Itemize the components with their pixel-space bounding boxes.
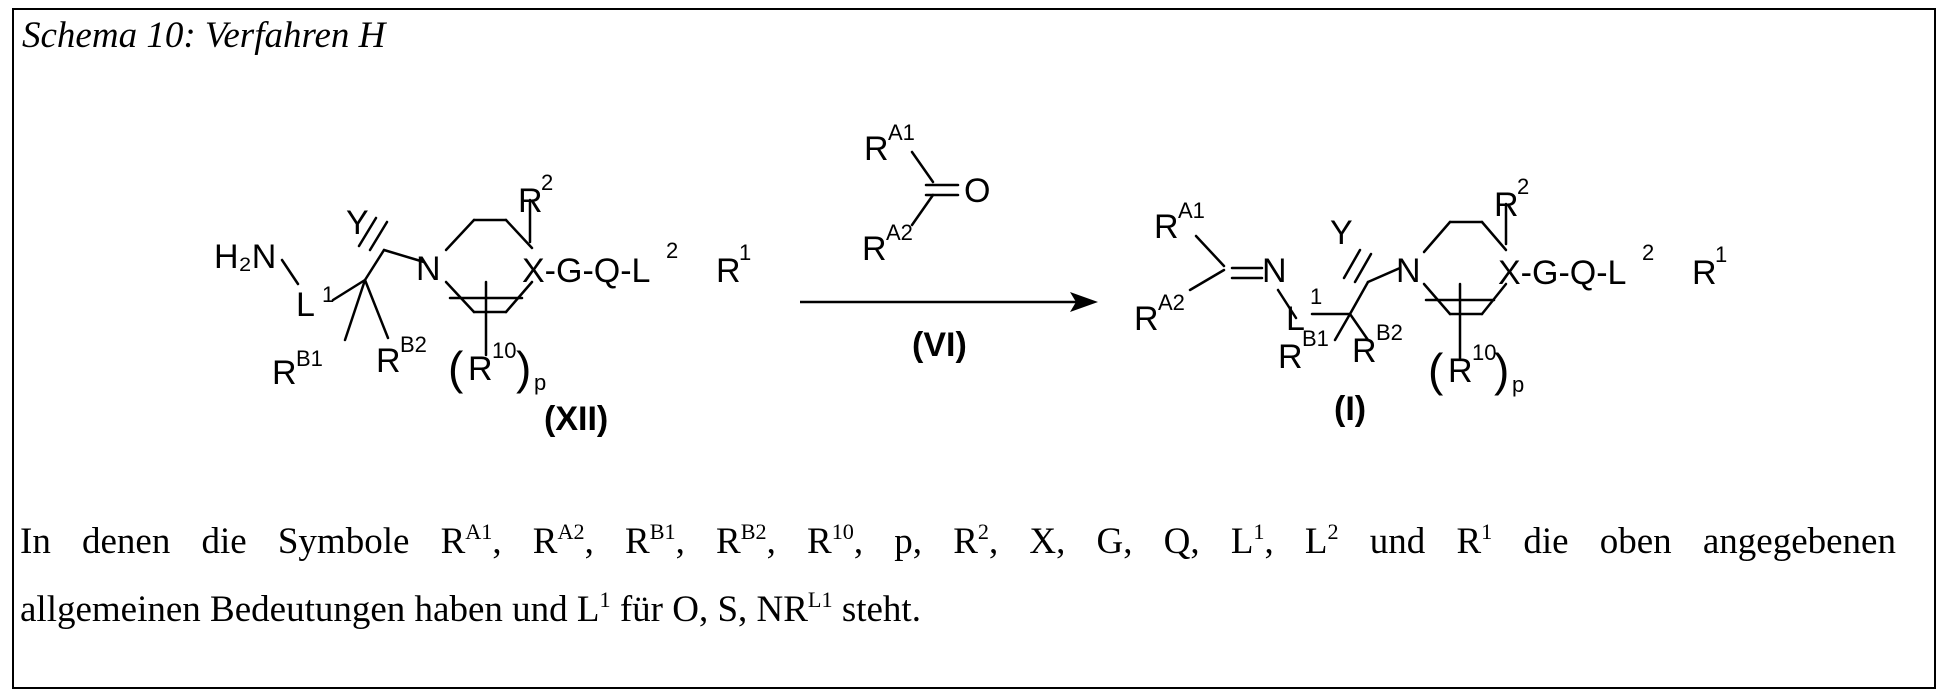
- product-r10-close-paren: ): [1494, 344, 1509, 396]
- product-r1-sup: 1: [1715, 242, 1727, 267]
- r10-p-index: p: [534, 370, 546, 395]
- product-r10-label: R: [1448, 352, 1473, 390]
- reagent-vi-label: (VI): [912, 326, 967, 364]
- ra1-label: R: [864, 130, 889, 168]
- note-text: , L: [1265, 521, 1328, 562]
- note-text: In denen die Symbole R: [20, 521, 465, 562]
- note-text: , X, G, Q, L: [989, 521, 1253, 562]
- note-sup: B2: [741, 519, 767, 544]
- oxygen-label: O: [964, 172, 990, 210]
- note-sup: 2: [1328, 519, 1339, 544]
- note-sup: 10: [832, 519, 854, 544]
- linker-index: 1: [322, 282, 334, 307]
- product-y-atom: Y: [1330, 214, 1353, 252]
- reaction-arrow: [800, 292, 1098, 312]
- note-text: , R: [767, 521, 832, 562]
- note-sup: 1: [599, 587, 610, 612]
- product-r10-sup: 10: [1472, 340, 1496, 365]
- amide-n-label: N: [416, 250, 441, 288]
- rb2-label: R: [376, 342, 401, 380]
- rb1-sup: B1: [296, 346, 323, 371]
- note-text: allgemeinen Bedeutungen haben und L: [20, 589, 599, 630]
- product-ra2-label: R: [1134, 300, 1159, 338]
- note-sup: A2: [557, 519, 584, 544]
- r10-open-paren: (: [448, 342, 464, 394]
- note-text: steht.: [833, 589, 921, 630]
- note-sup: L1: [808, 587, 833, 612]
- r10-sup: 10: [492, 338, 516, 363]
- note-text: für O, S, NR: [611, 589, 808, 630]
- note-text: , R: [676, 521, 741, 562]
- product-rb1-sup: B1: [1302, 326, 1329, 351]
- product-amide-n: N: [1396, 252, 1421, 290]
- ra2-label: R: [862, 230, 887, 268]
- product-r1-label: R: [1692, 254, 1717, 292]
- r1-label: R: [716, 252, 741, 290]
- rb2-sup: B2: [400, 332, 427, 357]
- y-atom-label: Y: [346, 204, 369, 242]
- imine-n-label: N: [1262, 252, 1287, 290]
- note-text: , R: [492, 521, 557, 562]
- note-sup: 2: [978, 519, 989, 544]
- reagent-vi-labels: R A1 O R A2 (VI): [862, 120, 990, 364]
- product-r2-label: R: [1494, 186, 1519, 224]
- product-r2-sup: 2: [1517, 174, 1529, 199]
- product-r10-p-index: p: [1512, 372, 1524, 397]
- note-text: die oben angegebenen: [1492, 521, 1896, 562]
- note-line-1: In denen die Symbole RA1, RA2, RB1, RB2,…: [20, 520, 1896, 564]
- chain-index: 2: [666, 238, 678, 263]
- r2-sup: 2: [541, 170, 553, 195]
- product-linker-index: 1: [1310, 284, 1322, 309]
- product-rb2-label: R: [1352, 332, 1377, 370]
- note-sup: B1: [650, 519, 676, 544]
- chain-label: X-G-Q-L: [522, 252, 650, 290]
- note-text: , p, R: [854, 521, 978, 562]
- linker-label: L: [296, 286, 315, 324]
- note-text: und R: [1339, 521, 1482, 562]
- compound-xii-labels: H₂N L 1 Y N R B1 R B2 R 2 X-G-Q-L 2 R 1 …: [214, 170, 751, 438]
- r10-close-paren: ): [516, 342, 531, 394]
- compound-xii-label: (XII): [544, 400, 608, 438]
- r2-label: R: [518, 182, 543, 220]
- amine-label: H₂N: [214, 238, 276, 276]
- note-sup: 1: [1481, 519, 1492, 544]
- reagent-vi-bonds: [912, 152, 958, 225]
- product-chain-index: 2: [1642, 240, 1654, 265]
- ra2-sup: A2: [886, 220, 913, 245]
- product-ra1-label: R: [1154, 208, 1179, 246]
- ra1-sup: A1: [888, 120, 915, 145]
- product-r10-open-paren: (: [1428, 344, 1444, 396]
- product-ra2-sup: A2: [1158, 290, 1185, 315]
- product-i-label: (I): [1334, 390, 1366, 428]
- product-ra1-sup: A1: [1178, 198, 1205, 223]
- note-text: , R: [585, 521, 650, 562]
- product-chain-label: X-G-Q-L: [1498, 254, 1626, 292]
- note-line-2: allgemeinen Bedeutungen haben und L1 für…: [20, 588, 1896, 632]
- note-sup: A1: [465, 519, 492, 544]
- note-sup: 1: [1253, 519, 1264, 544]
- product-rb1-label: R: [1278, 338, 1303, 376]
- product-rb2-sup: B2: [1376, 320, 1403, 345]
- r1-sup: 1: [739, 240, 751, 265]
- rb1-label: R: [272, 354, 297, 392]
- r10-label: R: [468, 350, 493, 388]
